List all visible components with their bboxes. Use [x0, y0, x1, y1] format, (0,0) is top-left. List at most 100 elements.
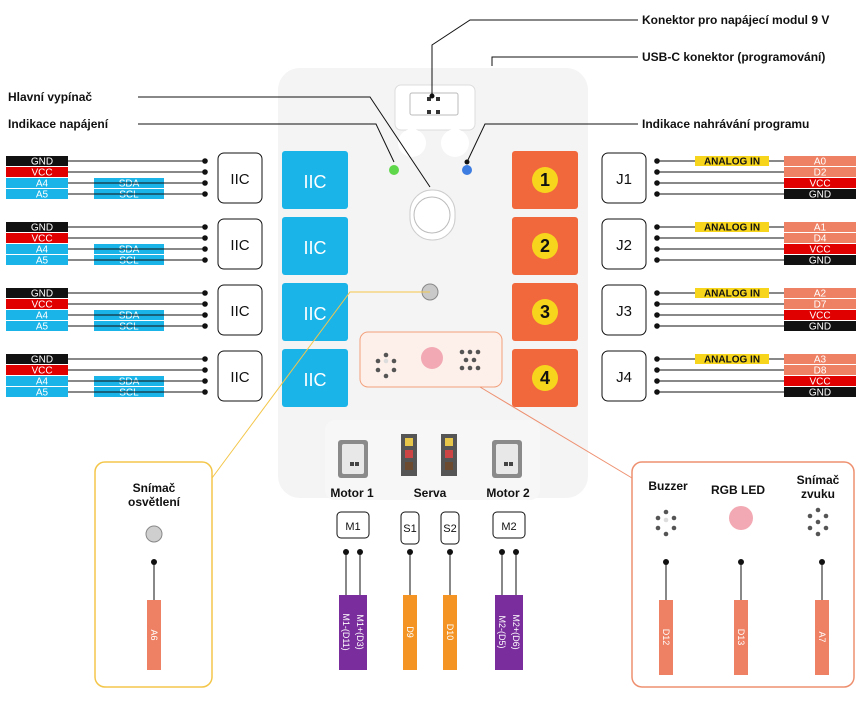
sound-pin: [815, 600, 829, 675]
iic-module: [282, 151, 348, 209]
alias-label: SCL: [119, 190, 139, 201]
pin-label: D4: [814, 234, 827, 245]
iic-port-box: [217, 284, 263, 336]
j-port-label: J4: [616, 369, 632, 386]
pin-label: A0: [814, 157, 827, 168]
iic-port-label: IIC: [230, 303, 249, 320]
m1-minus-label: M1-(D11): [341, 613, 351, 650]
pin-bar: [6, 233, 68, 243]
alias-label: SCL: [119, 388, 139, 399]
sensor-frame: [631, 461, 855, 688]
callout-power-led: Indikace napájení: [8, 117, 109, 131]
pin-label: GND: [31, 355, 53, 366]
pin-label: A5: [36, 388, 49, 399]
j-port-label: J1: [616, 171, 632, 188]
pin-label: VCC: [31, 168, 52, 179]
motor1-socket: [342, 444, 364, 474]
main-switch[interactable]: [413, 196, 451, 234]
pin-bar: [784, 321, 856, 331]
pin-bar: [784, 255, 856, 265]
callout-power-module: Konektor pro napájecí modul 9 V: [642, 13, 829, 27]
j-port-box: [601, 152, 647, 204]
iic-module-label: IIC: [303, 172, 326, 192]
j-number: 2: [540, 236, 550, 256]
s1-pin-label: D9: [405, 626, 415, 638]
iic-module-label: IIC: [303, 238, 326, 258]
pin-bar: [6, 244, 68, 254]
motor2-title: Motor 2: [486, 486, 530, 500]
sound-title-1: Snímač: [797, 473, 840, 487]
board-body: [278, 68, 588, 498]
iic-port-label: IIC: [230, 237, 249, 254]
pin-label: VCC: [809, 311, 830, 322]
pin-bar: [6, 167, 68, 177]
j-port-label: J3: [616, 303, 632, 320]
pin-label: GND: [31, 289, 53, 300]
motors-panel: Motor 1 Serva Motor 2 M1 S1 S2 M2 M1-(D1…: [330, 486, 530, 670]
rgb-title: RGB LED: [711, 483, 765, 497]
servo1-connector: [401, 434, 417, 476]
pin-bar: [6, 299, 68, 309]
mount-hole-left: [398, 129, 426, 157]
j-port-box: [601, 218, 647, 270]
sound-pin-label: A7: [817, 631, 827, 642]
pin-label: D8: [814, 366, 827, 377]
m2-minus-pin: [495, 595, 509, 670]
j-number: 3: [540, 302, 550, 322]
callout-lines: [138, 19, 638, 188]
analog-tag-label: ANALOG IN: [704, 157, 760, 168]
s2-pin: [443, 595, 457, 670]
iic-module: [282, 217, 348, 275]
pin-bar: [784, 299, 856, 309]
light-sensor-pin: [147, 600, 161, 670]
board-lower: [325, 420, 540, 500]
light-sensor-pin-label: A6: [149, 629, 159, 640]
pin-label: A5: [36, 322, 49, 333]
power-pin-4: [436, 110, 440, 114]
pin-bar: [784, 233, 856, 243]
callout-upload-led: Indikace nahrávání programu: [642, 117, 809, 131]
power-pin-1: [427, 97, 431, 101]
m1-plus-pin: [353, 595, 367, 670]
analog-tag: [695, 156, 769, 166]
s2-port: [440, 511, 460, 545]
pin-bar: [784, 288, 856, 298]
power-pin-2: [436, 97, 440, 101]
power-connector-socket: [409, 92, 459, 116]
pin-label: D2: [814, 168, 827, 179]
m1-port: [336, 511, 370, 539]
pin-label: VCC: [809, 179, 830, 190]
buzzer-pin-label: D12: [661, 629, 671, 646]
j-port-label: J2: [616, 237, 632, 254]
callout-main-switch: Hlavní vypínač: [8, 90, 92, 104]
pin-label: D7: [814, 300, 827, 311]
pin-label: A4: [36, 377, 49, 388]
pin-bar: [784, 167, 856, 177]
power-led: [389, 165, 399, 175]
m2-port: [492, 511, 526, 539]
s1-port-label: S1: [403, 523, 416, 535]
light-sensor-panel: Snímač osvětlení A6: [94, 291, 430, 688]
pin-bar: [6, 189, 68, 199]
rgb-pin-label: D13: [736, 629, 746, 646]
pin-label: A4: [36, 179, 49, 190]
iic-module: [282, 349, 348, 407]
buzzer-title: Buzzer: [648, 479, 688, 493]
m2-plus-label: M2+(D6): [511, 614, 521, 649]
buzzer-dots: [375, 352, 397, 379]
board: [278, 68, 588, 500]
pin-bar: [6, 255, 68, 265]
pin-bar: [784, 310, 856, 320]
sensor-panel: Buzzer RGB LED Snímač zvuku D12 D13 A7: [479, 386, 855, 688]
pin-label: A5: [36, 190, 49, 201]
buzzer-icon: [655, 509, 677, 537]
pin-bar: [784, 189, 856, 199]
pin-bar: [6, 178, 68, 188]
buzzer-pin: [659, 600, 673, 675]
pin-label: GND: [31, 223, 53, 234]
